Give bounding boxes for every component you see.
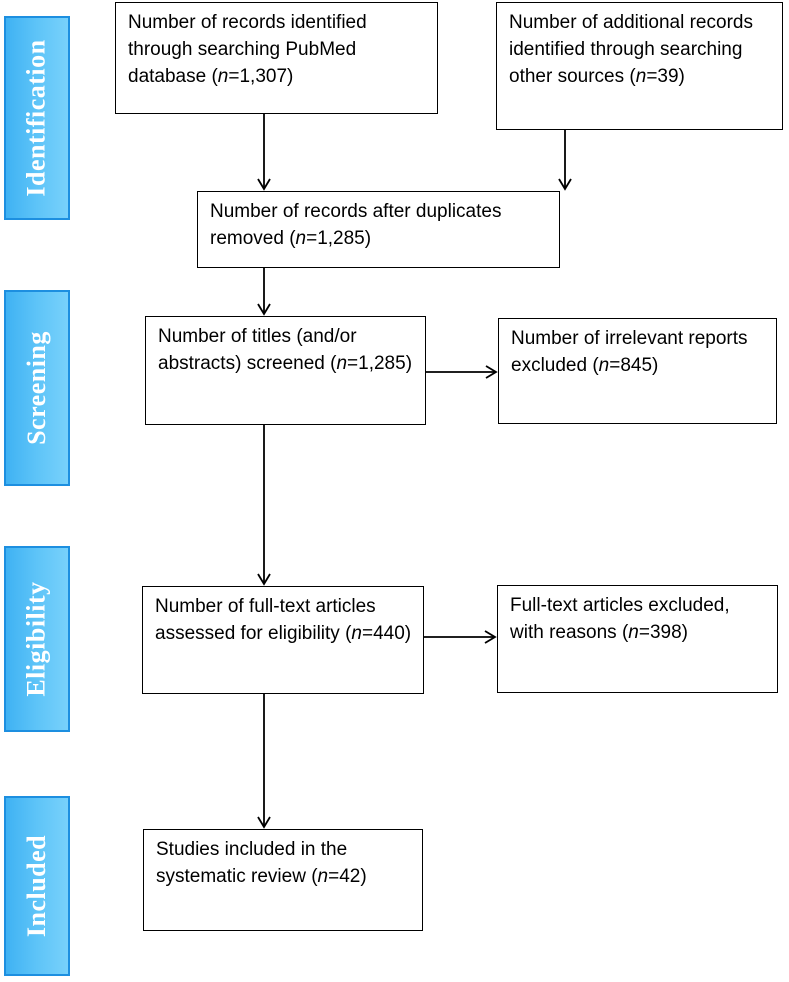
box-fulltext-excluded-text: Full-text articles excluded, with reason…	[510, 595, 730, 643]
box-irrelevant-text: Number of irrelevant reports excluded (n…	[511, 328, 748, 376]
box-included-text: Studies included in the systematic revie…	[156, 839, 367, 887]
box-included-studies: Studies included in the systematic revie…	[143, 829, 423, 931]
box-screened-text: Number of titles (and/or abstracts) scre…	[158, 326, 413, 374]
phase-identification-label: Identification	[22, 39, 52, 197]
phase-included: Included	[4, 796, 70, 976]
phase-eligibility-label: Eligibility	[22, 581, 51, 697]
phase-screening: Screening	[4, 290, 70, 486]
phase-eligibility: Eligibility	[4, 546, 70, 732]
phase-included-label: Included	[22, 834, 52, 938]
box-other-sources-text: Number of additional records identified …	[509, 12, 753, 87]
box-irrelevant-excluded: Number of irrelevant reports excluded (n…	[498, 318, 777, 424]
box-fulltext-excluded: Full-text articles excluded, with reason…	[497, 585, 778, 693]
box-pubmed-text: Number of records identified through sea…	[128, 12, 367, 87]
phase-identification: Identification	[4, 16, 70, 220]
phase-screening-label: Screening	[22, 331, 52, 445]
box-pubmed-records: Number of records identified through sea…	[115, 2, 438, 114]
box-fulltext-assessed-text: Number of full-text articles assessed fo…	[155, 596, 412, 644]
box-duplicates-removed: Number of records after duplicates remov…	[197, 191, 560, 268]
box-duplicates-text: Number of records after duplicates remov…	[210, 201, 502, 249]
box-fulltext-assessed: Number of full-text articles assessed fo…	[142, 586, 424, 694]
box-other-sources: Number of additional records identified …	[496, 2, 783, 130]
box-titles-screened: Number of titles (and/or abstracts) scre…	[145, 316, 426, 425]
